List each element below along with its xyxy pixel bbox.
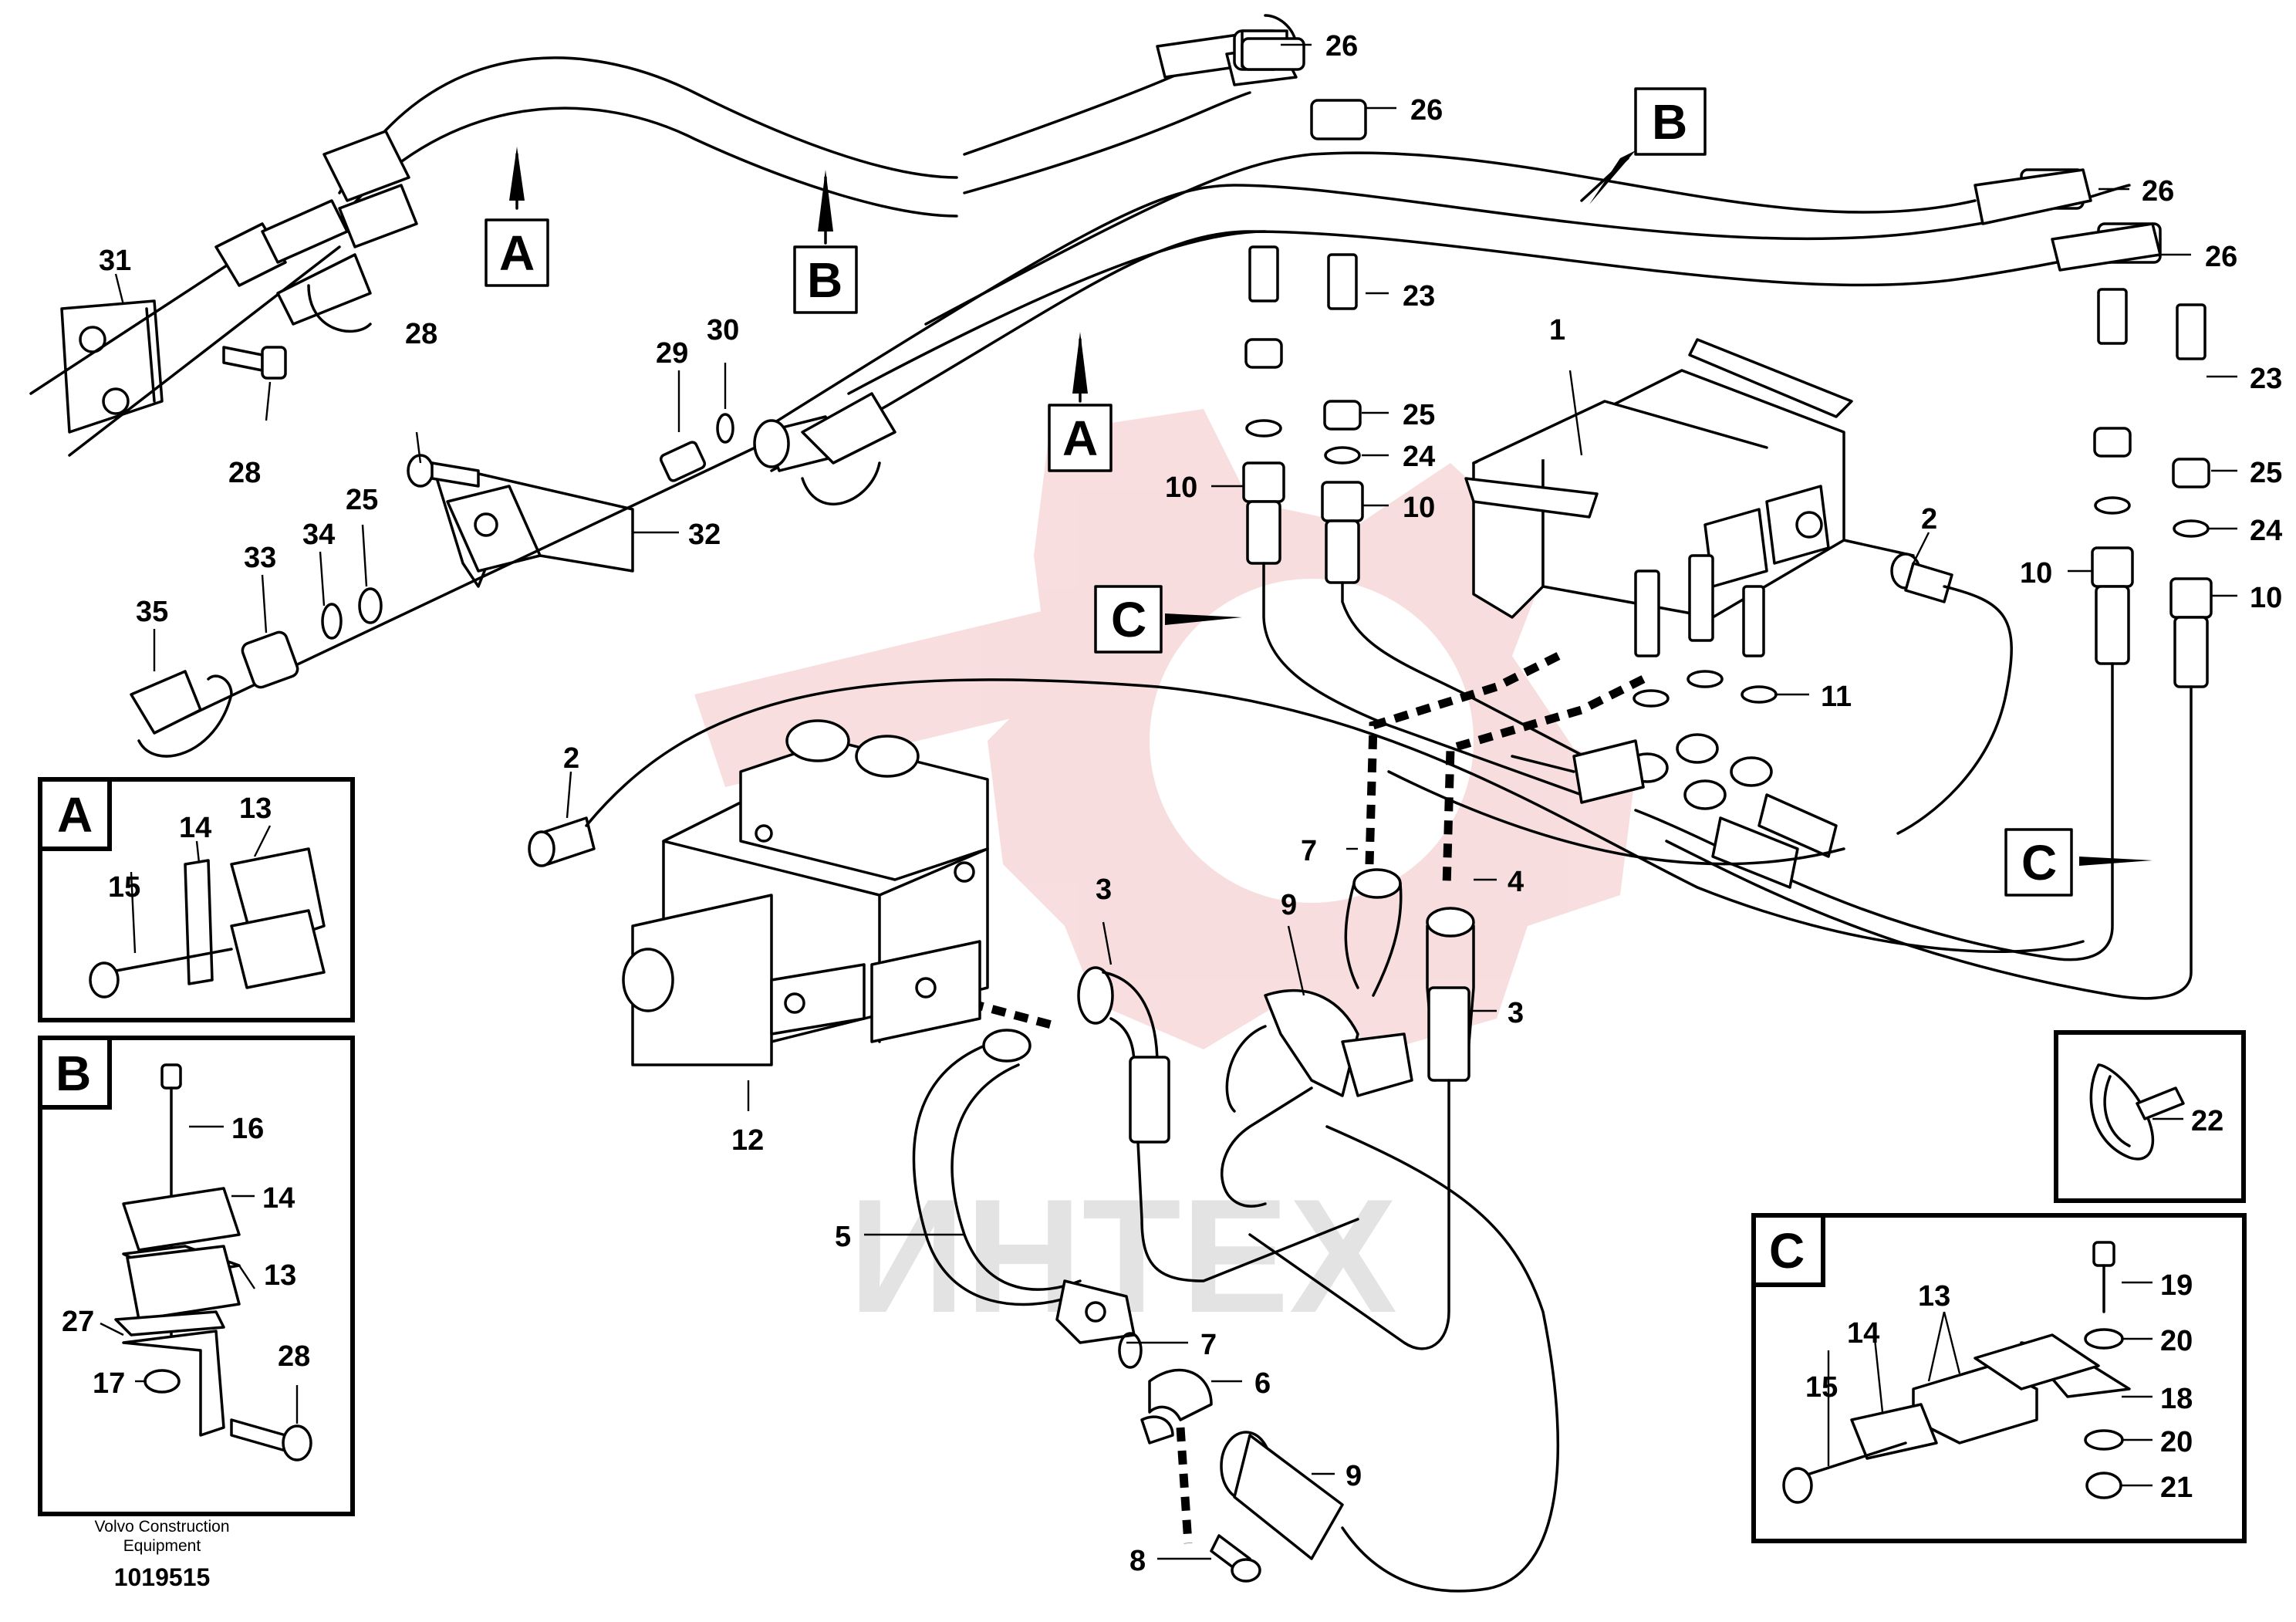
detail-box-22	[2054, 1030, 2246, 1203]
label-6: 6	[1254, 1367, 1271, 1400]
label-4: 4	[1508, 866, 1524, 898]
label-10-a: 10	[1165, 471, 1197, 504]
label-9-lower: 9	[1346, 1460, 1362, 1492]
label-17-b: 17	[93, 1367, 125, 1400]
label-10-b: 10	[1403, 492, 1435, 524]
part-labels: 26 26 26 26 23 23 25 25 24 24 10 10 10 1…	[62, 30, 2282, 1577]
label-27-b: 27	[62, 1306, 94, 1338]
label-22: 22	[2191, 1105, 2223, 1137]
label-28-middle: 28	[405, 318, 437, 350]
detail-box-c-letter: C	[1769, 1223, 1805, 1279]
detail-box-b: B	[38, 1036, 355, 1516]
view-marker-boxes: A B A B C C	[485, 87, 2073, 897]
label-24-a: 24	[1403, 441, 1435, 473]
label-29: 29	[656, 337, 688, 370]
label-23-b: 23	[2250, 363, 2282, 395]
view-marker-a-1: A	[499, 225, 535, 281]
lower-pipes	[912, 868, 1560, 1593]
view-arrows	[509, 147, 2152, 866]
label-18-c: 18	[2160, 1383, 2193, 1415]
label-1: 1	[1549, 314, 1565, 346]
label-28-b: 28	[278, 1340, 310, 1373]
fitting-stack-left	[1242, 245, 1645, 796]
detail-box-b-letter: B	[56, 1046, 91, 1101]
label-10-c: 10	[2020, 557, 2052, 590]
label-13-c: 13	[1918, 1280, 1950, 1313]
company-line-2: Equipment	[123, 1537, 201, 1555]
label-23-a: 23	[1403, 280, 1435, 313]
label-15-a: 15	[108, 871, 140, 904]
label-26-c: 26	[2142, 175, 2174, 208]
view-marker-b-2: B	[1652, 94, 1687, 150]
label-12: 12	[731, 1124, 764, 1157]
label-7-upper: 7	[1301, 835, 1317, 867]
view-marker-c-1: C	[1111, 592, 1146, 647]
drawing-number: 1019515	[114, 1563, 211, 1591]
label-24-b: 24	[2250, 515, 2282, 547]
label-28-left: 28	[228, 457, 261, 489]
label-25-b: 25	[2250, 457, 2282, 489]
label-35: 35	[136, 596, 168, 628]
main-control-valve	[528, 678, 2085, 1066]
detail-box-a: A	[38, 777, 355, 1022]
detail-box-a-letter: A	[57, 787, 93, 843]
label-19-c: 19	[2160, 1269, 2193, 1302]
label-32: 32	[688, 519, 721, 551]
label-10-d: 10	[2250, 582, 2282, 614]
label-25-c: 25	[346, 484, 378, 516]
label-7-lower: 7	[1200, 1329, 1217, 1361]
label-30: 30	[707, 314, 739, 346]
leader-lines	[114, 43, 2237, 1560]
label-9-upper: 9	[1281, 889, 1297, 921]
label-26-a: 26	[1325, 30, 1358, 63]
label-13-a: 13	[239, 792, 272, 825]
label-2-left: 2	[563, 742, 579, 775]
label-33: 33	[244, 542, 276, 574]
view-marker-b-1: B	[807, 252, 842, 308]
label-20-c-upper: 20	[2160, 1325, 2193, 1357]
view-marker-a-2: A	[1062, 411, 1098, 466]
label-20-c-lower: 20	[2160, 1426, 2193, 1458]
view-marker-c-2: C	[2021, 835, 2057, 890]
fitting-stack-right	[1634, 288, 2213, 1000]
label-14-a: 14	[179, 812, 211, 844]
label-13-b: 13	[264, 1259, 296, 1292]
label-15-c: 15	[1805, 1371, 1838, 1404]
middle-coupling-parts	[130, 392, 896, 758]
label-8: 8	[1129, 1545, 1146, 1577]
company-line-1: Volvo Construction	[94, 1518, 229, 1536]
label-21-c: 21	[2160, 1472, 2193, 1504]
label-3-right: 3	[1508, 997, 1524, 1029]
solenoid-valve-block	[1387, 338, 2013, 889]
label-31: 31	[99, 245, 131, 277]
label-3-left: 3	[1096, 874, 1112, 906]
detail-box-c: C	[1751, 1213, 2247, 1543]
footer: Volvo Construction Equipment 1019515	[94, 1518, 229, 1591]
label-26-b: 26	[1410, 94, 1443, 127]
label-34: 34	[302, 519, 335, 551]
upper-hoses	[322, 14, 2162, 472]
label-25-a: 25	[1403, 399, 1435, 431]
label-14-c: 14	[1847, 1317, 1879, 1350]
label-26-d: 26	[2205, 241, 2237, 273]
label-2-right: 2	[1921, 503, 1937, 536]
label-14-b: 14	[262, 1182, 295, 1215]
left-coupling-bracket	[29, 130, 418, 457]
label-11: 11	[1821, 681, 1852, 713]
label-5: 5	[835, 1221, 851, 1253]
label-16-b: 16	[231, 1113, 264, 1145]
